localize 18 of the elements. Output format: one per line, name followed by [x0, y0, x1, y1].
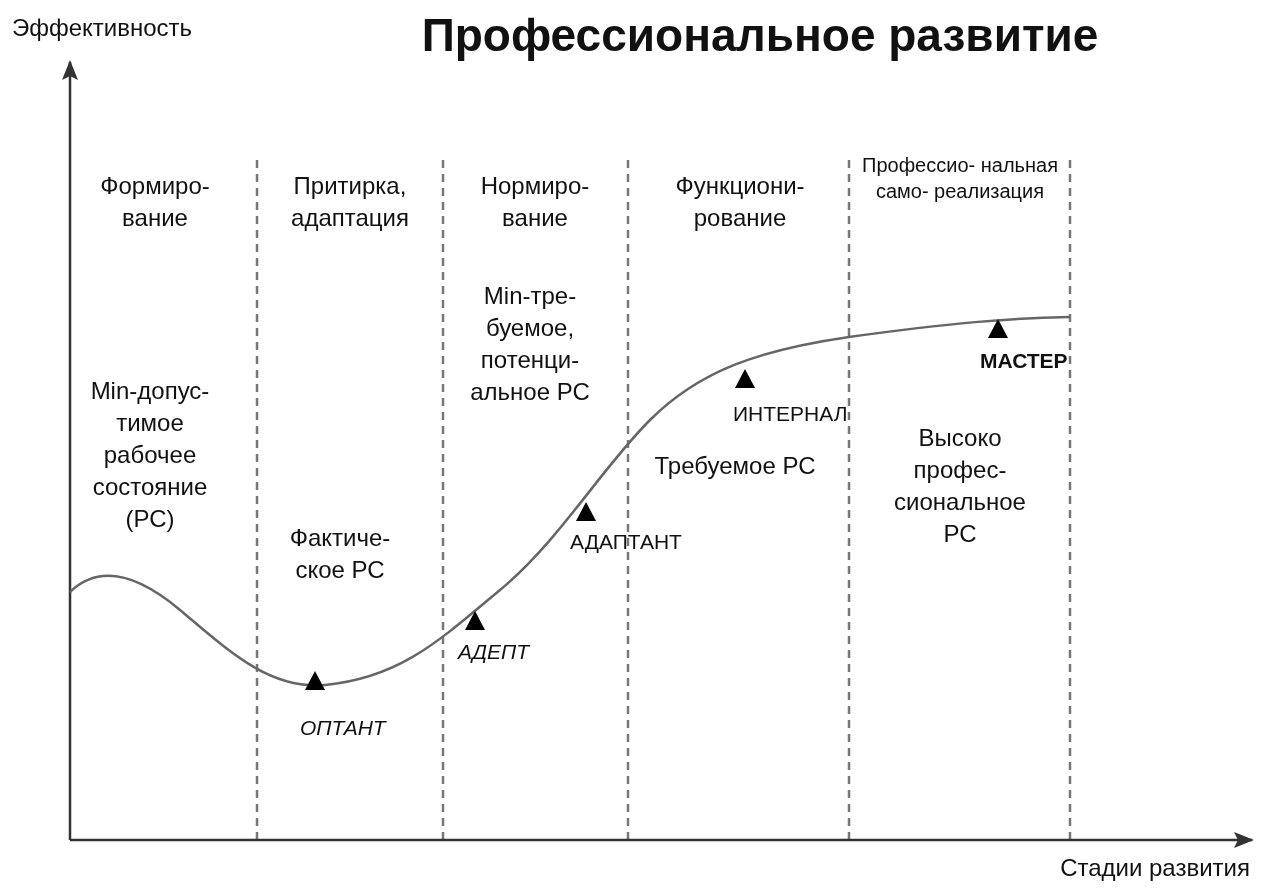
stage-heading: Функциони- рование: [675, 172, 805, 231]
stage-heading: Притирка, адаптация: [291, 172, 409, 231]
stage-heading: Нормиро- вание: [480, 172, 590, 231]
axis-label: Стадии развития: [1060, 854, 1250, 881]
marker-label: ОПТАНТ: [300, 716, 386, 739]
state-label: Требуемое РС: [654, 452, 816, 479]
marker-label: АДАПТАНТ: [570, 530, 682, 553]
chart-title: Профессиональное развитие: [420, 8, 1100, 63]
state-label: Min-допус- тимое рабочее состояние (РС): [90, 377, 210, 532]
state-label: Фактиче- ское РС: [289, 524, 391, 583]
stage-heading: Формиро- вание: [100, 172, 210, 231]
marker-label: АДЕПТ: [458, 640, 530, 663]
marker-label: МАСТЕР: [980, 349, 1068, 372]
state-label: Высоко профес- сиональное РС: [894, 424, 1026, 547]
state-label: Min-тре- буемое, потенци- альное РС: [470, 282, 590, 405]
marker-label: ИНТЕРНАЛ: [733, 402, 848, 425]
stage-heading: Профессио- нальная само- реализация: [862, 154, 1058, 202]
axis-label: Эффективность: [12, 14, 193, 41]
